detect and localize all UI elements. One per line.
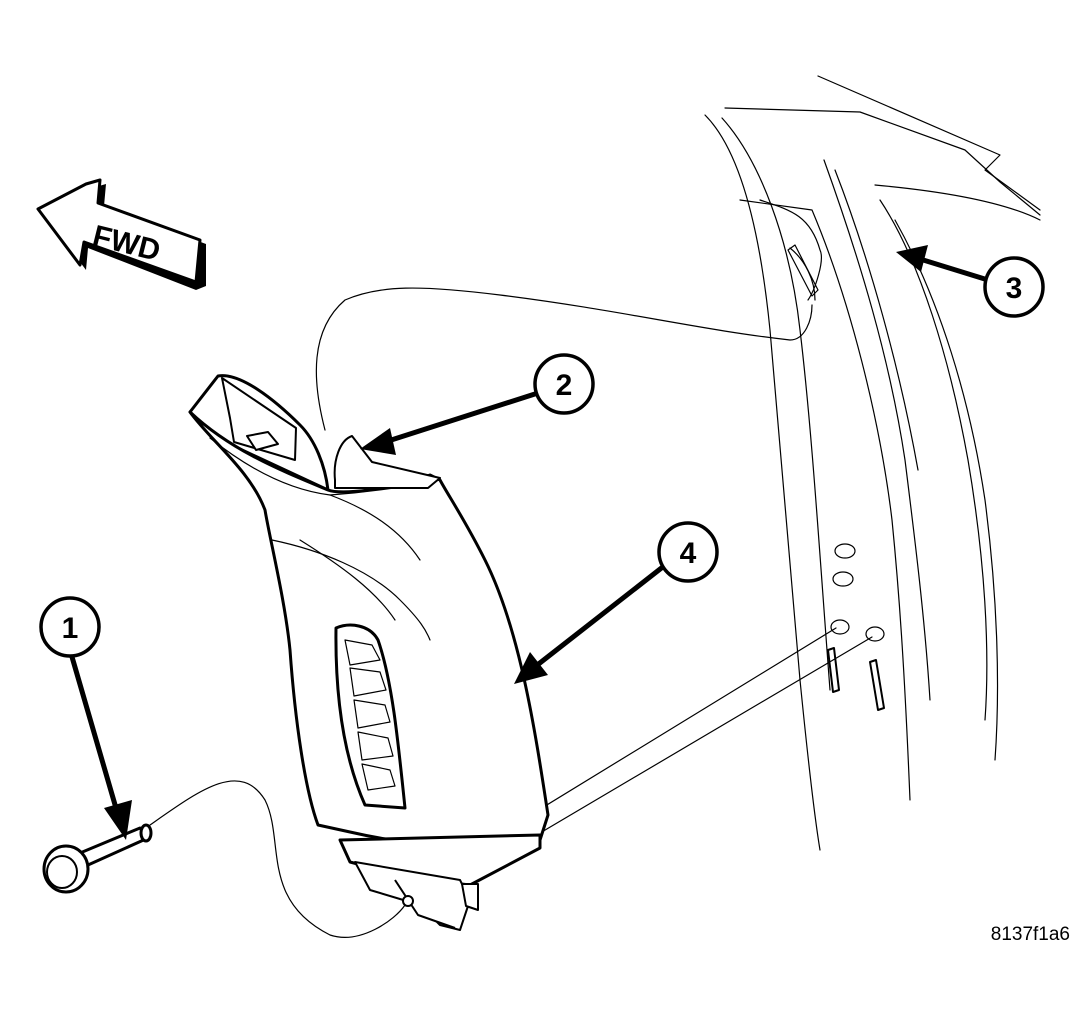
callout-2: 2 [360,353,595,455]
fwd-direction-arrow: FWD [36,178,206,290]
callout-3-label: 3 [1006,272,1023,305]
vehicle-body-panel [315,75,1041,851]
callout-4: 4 [514,521,719,684]
callout-4-label: 4 [680,537,697,570]
callout-3: 3 [896,245,1045,318]
callout-2-label: 2 [556,369,573,402]
b-pillar-trim-panel [188,374,550,931]
callout-1-label: 1 [62,612,79,645]
push-pin-fastener [42,823,153,894]
figure-id-label: 8137f1a6 [990,924,1070,945]
callout-1: 1 [39,596,132,840]
